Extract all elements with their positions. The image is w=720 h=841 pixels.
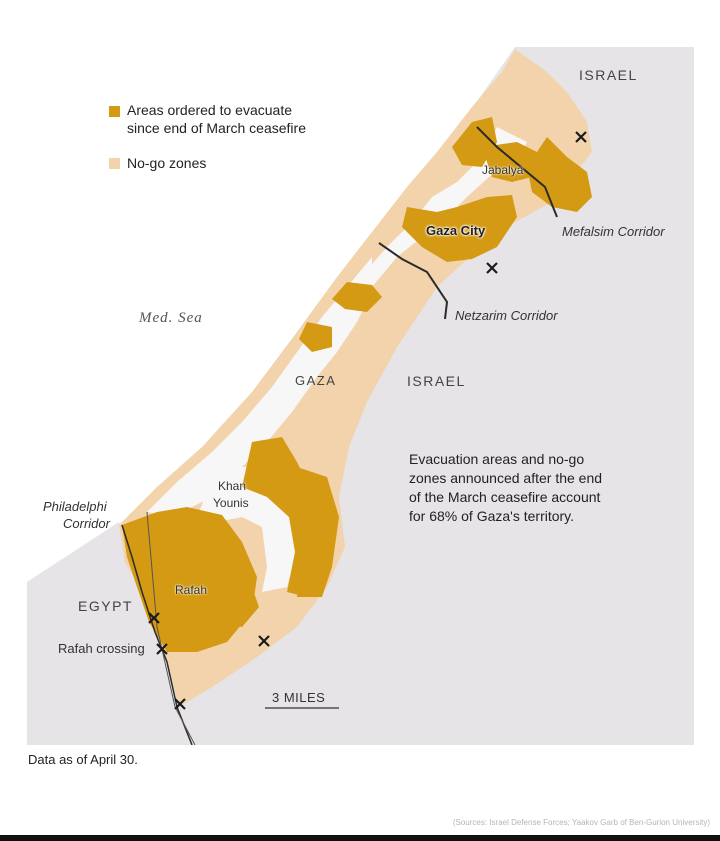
evac-gaza-city (402, 195, 517, 262)
legend-nogo-text: No-go zones (127, 155, 207, 171)
note-line2: zones announced after the end (409, 470, 603, 486)
scale-label: 3 MILES (272, 690, 326, 705)
label-philadelphi-1: Philadelphi (43, 499, 107, 514)
mefalsim-line (476, 126, 558, 218)
map-svg (27, 47, 694, 745)
evac-rafah-east (222, 587, 259, 627)
label-khan-younis-1: Khan (218, 479, 247, 493)
legend-evacuate-swatch (109, 106, 120, 117)
sources: (Sources: Israel Defense Forces; Yaakov … (452, 818, 710, 827)
evac-central (299, 322, 332, 352)
label-gaza: GAZA (295, 373, 337, 388)
map: ISRAEL ISRAEL EGYPT GAZA Med. Sea Jabaly… (27, 47, 694, 745)
urban-area-central (147, 257, 372, 517)
netzarim-line (378, 242, 449, 320)
label-gaza-city: Gaza City (426, 223, 486, 238)
note-line4: for 68% of Gaza's territory. (409, 508, 575, 524)
evacuation-zones (122, 117, 592, 652)
label-philadelphi-2: Corridor (63, 516, 110, 531)
crossing-markers (148, 131, 587, 710)
label-netzarim-corridor: Netzarim Corridor (455, 308, 558, 323)
label-mefalsim-corridor: Mefalsim Corridor (562, 224, 665, 239)
legend-nogo-swatch (109, 158, 120, 169)
label-khan-younis-2: Younis (213, 496, 249, 510)
annotation-note: Evacuation areas and no-go zones announc… (409, 450, 639, 526)
label-israel-center: ISRAEL (407, 373, 466, 389)
evac-north-east (527, 137, 592, 212)
bottom-bar (0, 835, 720, 841)
crossing-east (486, 262, 498, 274)
label-med-sea: Med. Sea (139, 310, 203, 326)
crossing-south (174, 698, 186, 710)
label-jabalya: Jabalya (482, 163, 524, 177)
date-note: Data as of April 30. (28, 752, 138, 767)
evac-central-north (332, 282, 382, 312)
crossing-south-east (258, 635, 270, 647)
evac-jabalya (482, 142, 537, 182)
label-israel-north: ISRAEL (579, 67, 638, 83)
label-rafah: Rafah (175, 583, 208, 597)
label-egypt: EGYPT (78, 598, 133, 614)
egypt-land (27, 525, 177, 745)
crossing-rafah-north (148, 612, 160, 624)
note-line1: Evacuation areas and no-go (409, 451, 585, 467)
crossing-rafah (156, 643, 168, 655)
legend-evacuate-line1: Areas ordered to evacuate (127, 102, 292, 118)
label-rafah-crossing: Rafah crossing (58, 641, 145, 656)
crossing-north (575, 131, 587, 143)
legend-evacuate-text: Areas ordered to evacuate since end of M… (127, 101, 306, 137)
note-line3: of the March ceasefire account (409, 489, 601, 505)
egypt-border (146, 511, 196, 745)
legend-evacuate-line2: since end of March ceasefire (127, 120, 306, 136)
evac-east (297, 467, 339, 597)
